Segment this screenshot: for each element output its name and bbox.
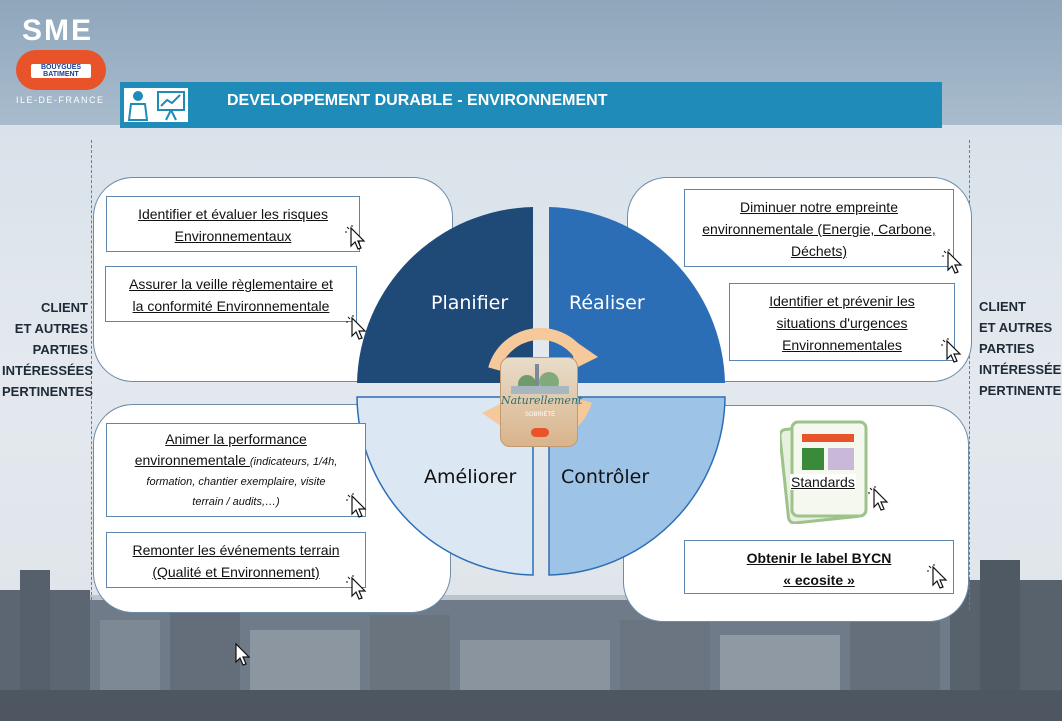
divider-left (91, 140, 92, 610)
city-skyline-image (0, 560, 1062, 721)
wheel-quadrant-do[interactable] (549, 207, 725, 383)
click-cursor-icon (942, 249, 963, 274)
side-label-left-line: ET AUTRES (14, 321, 88, 336)
divider-right (969, 140, 970, 610)
naturellement-badge: Naturellement SOBRIÉTÉ (500, 357, 583, 447)
link-line: Déchets) (790, 243, 848, 259)
link-line: Identifier et évaluer les risques (138, 206, 328, 222)
link-line: Environnementales (782, 337, 902, 353)
link-label-bycn[interactable]: Obtenir le label BYCN « ecosite » (684, 540, 954, 594)
header-bar: DEVELOPPEMENT DURABLE - ENVIRONNEMENT (120, 82, 942, 128)
link-animate-performance[interactable]: Animer la performance environnementale (… (106, 423, 366, 517)
link-line-detail: formation, chantier exemplaire, visite (146, 476, 326, 488)
presentation-icon (124, 88, 188, 122)
logo-brand-line2: BATIMENT (43, 71, 79, 78)
click-cursor-icon (868, 486, 889, 511)
quadrant-label-do: Réaliser (569, 292, 645, 314)
click-cursor-icon (235, 642, 251, 666)
logo-brand-line1: BOUYGUES (40, 64, 82, 71)
logo-region: ILE-DE-FRANCE (16, 95, 105, 105)
click-cursor-icon (346, 315, 367, 340)
link-line-detail: terrain / audits,…) (192, 496, 280, 508)
standards-document-icon[interactable] (780, 418, 872, 524)
click-cursor-icon (345, 225, 366, 250)
link-report-events[interactable]: Remonter les événements terrain (Qualité… (106, 532, 366, 588)
link-identify-risks[interactable]: Identifier et évaluer les risques Enviro… (106, 196, 360, 252)
link-line: « ecosite » (783, 572, 855, 588)
side-label-right-line: PERTINENTES (979, 383, 1062, 398)
logo-sme-text: SME (22, 14, 94, 47)
link-line: Obtenir le label BYCN (746, 550, 892, 566)
side-label-right-line: CLIENT (979, 299, 1026, 314)
link-line: environnementale (indicateurs, 1/4h, (107, 450, 365, 472)
side-label-left-line: INTÉRESSÉES (2, 363, 94, 378)
link-line: (Qualité et Environnement) (152, 564, 320, 580)
side-label-right-line: INTÉRESSÉES (979, 362, 1062, 377)
link-line: Remonter les événements terrain (132, 542, 340, 558)
link-line: la conformité Environnementale (132, 298, 330, 314)
link-reduce-footprint[interactable]: Diminuer notre empreinte environnemental… (684, 189, 954, 267)
side-label-left-line: PARTIES (32, 342, 88, 357)
quadrant-label-act: Améliorer (424, 466, 517, 488)
quadrant-label-plan: Planifier (431, 292, 509, 314)
click-cursor-icon (927, 564, 948, 589)
link-line: Environnementaux (174, 228, 292, 244)
side-label-right-line: PARTIES (979, 341, 1035, 356)
quadrant-label-check: Contrôler (561, 466, 650, 488)
link-line: Assurer la veille règlementaire et (129, 276, 333, 292)
side-label-left-line: CLIENT (41, 300, 88, 315)
wheel-quadrant-check[interactable] (548, 396, 726, 576)
badge-sub: SOBRIÉTÉ (524, 412, 556, 418)
link-regulatory-watch[interactable]: Assurer la veille règlementaire et la co… (105, 266, 357, 322)
pdca-wheel (356, 207, 726, 576)
badge-logo-icon (531, 428, 549, 437)
side-label-right-line: ET AUTRES (979, 320, 1053, 335)
badge-text: Naturellement (501, 394, 583, 407)
link-line: situations d'urgences (776, 315, 908, 331)
click-cursor-icon (346, 493, 367, 518)
side-label-left-line: PERTINENTES (2, 384, 94, 399)
page-title: DEVELOPPEMENT DURABLE - ENVIRONNEMENT (227, 92, 608, 109)
wheel-quadrant-plan[interactable] (357, 207, 533, 383)
side-label-left: CLIENT ET AUTRES PARTIES INTÉRESSÉES PER… (2, 297, 94, 402)
link-line: Animer la performance (165, 431, 307, 447)
link-line: Identifier et prévenir les (769, 293, 915, 309)
click-cursor-icon (941, 338, 962, 363)
side-label-right: CLIENT ET AUTRES PARTIES INTÉRESSÉES PER… (979, 296, 1062, 401)
link-line: environnementale (Energie, Carbone, (702, 221, 936, 237)
link-line: Diminuer notre empreinte (740, 199, 898, 215)
link-emergency-situations[interactable]: Identifier et prévenir les situations d'… (729, 283, 955, 361)
logo-brand: BOUYGUES BATIMENT (31, 64, 91, 78)
company-logo: SME BOUYGUES BATIMENT ILE-DE-FRANCE (14, 12, 110, 112)
link-line-main: environnementale (134, 452, 250, 468)
click-cursor-icon (346, 575, 367, 600)
link-line-detail: (indicateurs, 1/4h, (249, 456, 338, 468)
link-standards[interactable]: Standards (790, 474, 856, 490)
